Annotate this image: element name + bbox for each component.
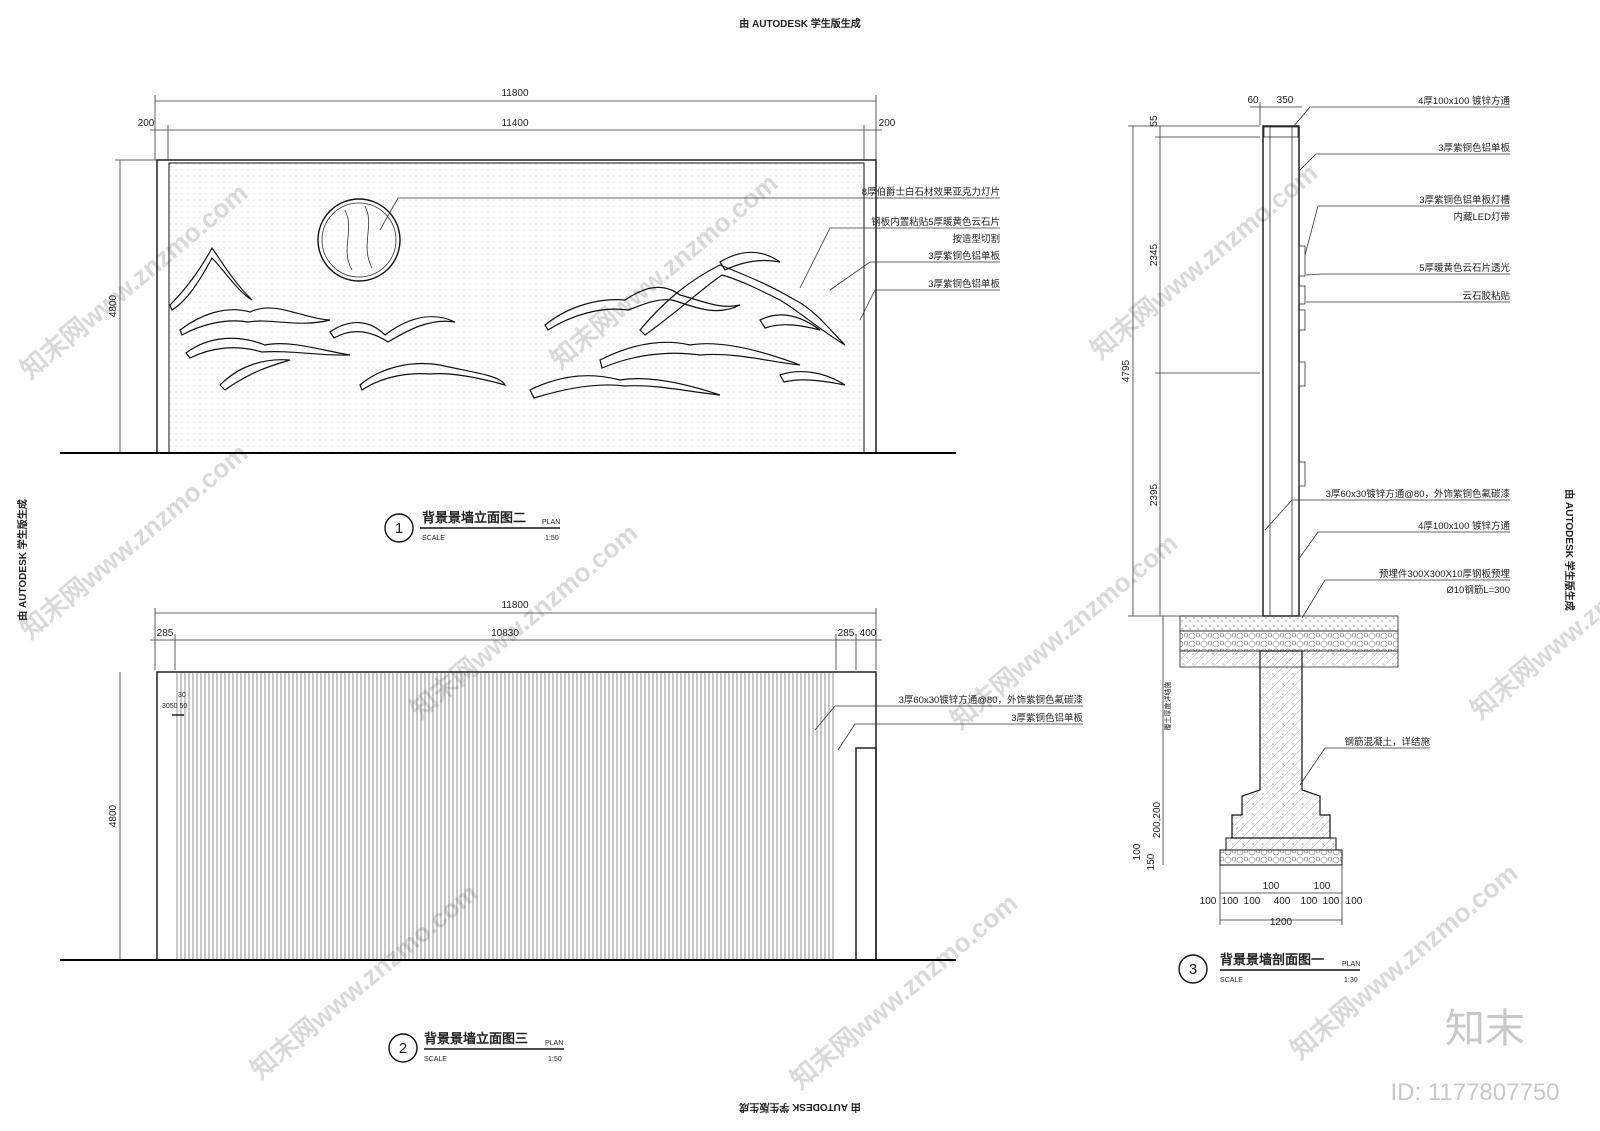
note-panel-a: 3厚紫铜色铝单板 <box>928 250 1000 262</box>
bottom-dim: 100 <box>1346 896 1363 907</box>
gravel-bed <box>1219 849 1343 866</box>
brand-logo-text: 知末 <box>1445 1007 1525 1051</box>
dim-overall: 11800 <box>501 600 529 611</box>
scale-label: SCALE <box>1220 977 1243 984</box>
dim-2345: 2345 <box>1149 243 1160 266</box>
dim-left: 200 <box>138 118 155 129</box>
watermark-tile: 知末网www.znzmo.com <box>1085 157 1324 364</box>
bottom-dim: 400 <box>1274 896 1291 907</box>
stamp-bottom: 由 AUTODESK 学生版生成 <box>739 1101 861 1114</box>
note-onyx: 钢板内置粘贴5厚暖黄色云石片 <box>871 216 1000 228</box>
depth-note: 覆土厚度详结施 <box>1163 682 1172 731</box>
stamp-top: 由 AUTODESK 学生版生成 <box>739 17 861 30</box>
dim-top-350: 350 <box>1277 95 1294 106</box>
dim-2395: 2395 <box>1149 483 1160 506</box>
image-id-text: ID: 1177807750 <box>1390 1079 1559 1106</box>
note-light-slot: 3厚紫铜色铝单板灯槽 <box>1419 194 1510 206</box>
dim-right-1: 285 <box>838 628 855 639</box>
bottom-dim: 100 <box>1222 896 1239 907</box>
drawing-number: 3 <box>1189 961 1197 978</box>
bottom-dim: 100 <box>1244 896 1261 907</box>
note-cut: 按造型切割 <box>952 233 1000 245</box>
dim-right-2: 400 <box>860 628 877 639</box>
elevation-2: 11800 285 10830 285 400 4800 30 3050 50 … <box>60 600 1083 1063</box>
note-glue: 云石胶粘贴 <box>1462 290 1510 302</box>
drawing-number-circle <box>388 1033 418 1063</box>
moon-disc <box>317 198 401 282</box>
scale-label: SCALE <box>424 1056 447 1063</box>
concrete-footing <box>1231 650 1331 839</box>
note-concrete: 钢筋混凝土，详结施 <box>1344 736 1430 748</box>
scale-label: SCALE <box>422 535 445 542</box>
note-tubes: 3厚60x30镀锌方通@80，外饰紫铜色氟碳漆 <box>1326 488 1511 500</box>
mountain-silhouettes <box>169 246 846 399</box>
note-acrylic: 8厚伯爵士白石材效果亚克力灯片 <box>862 186 1000 198</box>
drawing-number-circle <box>1178 954 1208 984</box>
dim-100: 100 <box>1132 843 1143 860</box>
dim-left: 285 <box>157 628 174 639</box>
dim-height: 4800 <box>108 294 119 317</box>
stamp-right: 由 AUTODESK 学生版生成 <box>1563 489 1576 611</box>
scale-value: 1:30 <box>1344 977 1358 984</box>
note-post: 4厚100x100 镀锌方通 <box>1418 520 1510 532</box>
note-onyx: 5厚暖黄色云石片透光 <box>1419 262 1510 274</box>
dim-150: 150 <box>1146 853 1157 870</box>
dim-mid: 10830 <box>491 628 519 639</box>
dim-200-200: 200,200 <box>1152 801 1163 838</box>
note-embed: 预埋件300X300X10厚钢板预埋 <box>1379 568 1510 580</box>
dim-height: 4800 <box>108 804 119 827</box>
section-1: 60 350 55 2345 4795 2395 覆土厚度详结施 <box>1121 95 1510 984</box>
watermark-tile: 知末网www.znzmo.com <box>1465 517 1600 724</box>
dim-inner: 11400 <box>501 118 529 129</box>
dim-overall: 11800 <box>501 88 529 99</box>
bottom-dim: 100 <box>1301 896 1318 907</box>
drawing-title: 背景景墙立面图二 <box>422 510 526 525</box>
scale-value: 1:50 <box>545 535 559 542</box>
plan-tag: PLAN <box>542 519 560 526</box>
bottom-dim-b: 100 <box>1314 881 1331 892</box>
drawing-number-circle <box>384 513 414 543</box>
note-panel: 3厚紫铜色铝单板 <box>1438 142 1510 154</box>
note-tubes: 3厚60x30镀锌方通@80，外饰紫铜色氟碳漆 <box>899 694 1084 706</box>
elevation-1: 11800 11400 200 200 4800 <box>60 88 1000 543</box>
dim-right: 200 <box>879 118 896 129</box>
watermark-tile: 知末网www.znzmo.com <box>15 437 254 644</box>
note-rebar: Ø10钢筋L=300 <box>1446 584 1510 596</box>
drawing-title: 背景景墙立面图三 <box>424 1031 528 1046</box>
note-post-top: 4厚100x100 镀锌方通 <box>1418 95 1510 107</box>
dim-top-60: 60 <box>1247 95 1259 106</box>
note-led: 内藏LED灯带 <box>1454 211 1511 223</box>
dim-4795: 4795 <box>1121 359 1132 382</box>
stamp-left: 由 AUTODESK 学生版生成 <box>16 499 29 621</box>
note-panel: 3厚紫铜色铝单板 <box>1011 712 1083 724</box>
bottom-dim: 100 <box>1200 896 1217 907</box>
drawing-number: 1 <box>395 520 403 537</box>
dim-55: 55 <box>1149 115 1160 127</box>
tube-louver-field <box>175 672 836 960</box>
plan-tag: PLAN <box>545 1040 563 1047</box>
detail-dim-b: 3050 50 <box>162 703 187 710</box>
bottom-overall: 1200 <box>1270 917 1293 928</box>
drawing-title: 背景景墙剖面图一 <box>1220 952 1324 967</box>
drawing-number: 2 <box>399 1040 407 1057</box>
plan-tag: PLAN <box>1342 961 1360 968</box>
bottom-dim: 100 <box>1323 896 1340 907</box>
scale-value: 1:50 <box>548 1056 562 1063</box>
note-panel-b: 3厚紫铜色铝单板 <box>928 278 1000 290</box>
detail-dim-a: 30 <box>178 692 186 699</box>
bottom-dim-a: 100 <box>1263 881 1280 892</box>
